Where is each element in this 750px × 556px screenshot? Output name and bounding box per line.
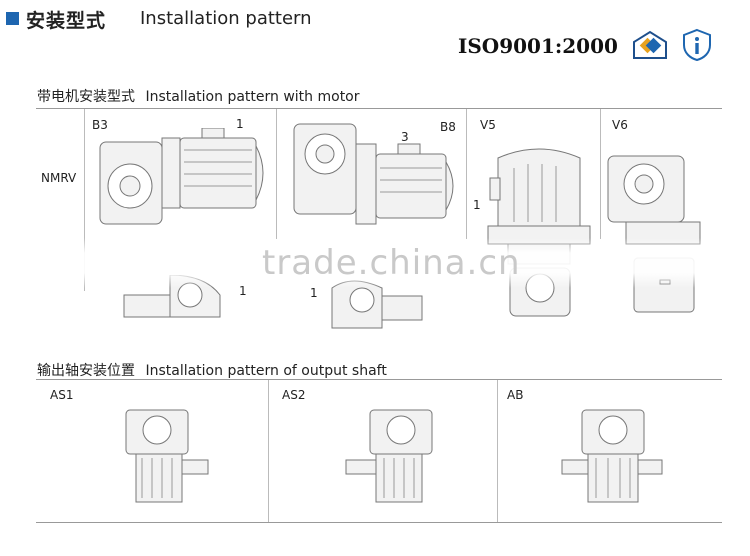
gearmotor-b8-lower-drawing: [331, 280, 423, 329]
cell-code-b8: B8: [440, 120, 456, 134]
cell-code-as2: AS2: [282, 388, 306, 402]
position-mark: 1: [310, 286, 318, 300]
output-shaft-as2-drawing: [345, 409, 433, 503]
gearmotor-v6-drawing: [607, 155, 701, 313]
motor-section-top-rule: [36, 108, 722, 109]
cell-code-ab: AB: [507, 388, 524, 402]
cell-code-v5: V5: [480, 118, 496, 132]
badge-diamond-icon: [633, 30, 667, 59]
shaft-section-top-rule: [36, 379, 722, 380]
cell-divider: [268, 380, 269, 522]
header-square-icon: [6, 12, 19, 25]
header-title-en: Installation pattern: [140, 8, 312, 29]
motor-label-divider: [84, 109, 85, 291]
cell-code-as1: AS1: [50, 388, 74, 402]
cell-divider: [466, 109, 467, 239]
cell-divider: [276, 109, 277, 239]
output-shaft-as1-drawing: [125, 409, 209, 503]
shaft-section-bottom-rule: [36, 522, 722, 523]
output-shaft-ab-drawing: [561, 409, 663, 503]
cell-divider: [497, 380, 498, 522]
gearmotor-v5-drawing: [487, 148, 591, 317]
cell-code-b3: B3: [92, 118, 108, 132]
cell-divider: [600, 109, 601, 239]
gearmotor-b8-drawing: [293, 123, 454, 225]
iso-label: ISO9001:2000: [458, 34, 618, 58]
shaft-section-title-cn: 输出轴安装位置: [37, 363, 135, 379]
watermark-text: trade.china.cn: [262, 243, 521, 283]
position-mark: 1: [239, 284, 247, 298]
position-mark: 1: [236, 117, 244, 131]
position-mark: 3: [401, 130, 409, 144]
shield-info-icon: [683, 28, 711, 62]
position-mark: 1: [473, 198, 481, 212]
watermark-band: [36, 238, 720, 288]
motor-section-title-cn: 带电机安装型式: [37, 89, 135, 105]
shaft-section-title-en: Installation pattern of output shaft: [145, 363, 387, 379]
header-title-cn: 安装型式: [26, 10, 107, 32]
motor-section-title-en: Installation pattern with motor: [145, 89, 360, 105]
nmrv-row-label: NMRV: [41, 171, 77, 185]
cell-code-v6: V6: [612, 118, 628, 132]
gearmotor-b3-drawing: [99, 128, 264, 225]
